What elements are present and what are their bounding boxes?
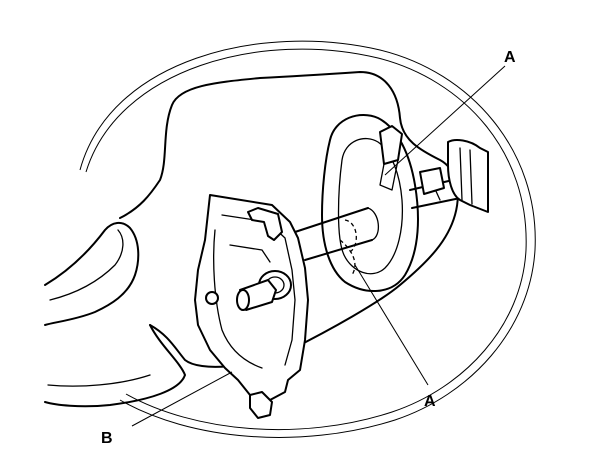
shaft — [294, 207, 379, 276]
component-b-housing — [194, 194, 309, 419]
leader-a-bottom — [354, 264, 429, 386]
leader-b — [131, 371, 233, 427]
callout-a-top: A — [504, 49, 516, 66]
left-spoke — [44, 222, 186, 408]
callout-a-bottom: A — [424, 393, 436, 410]
ring-collar — [321, 114, 419, 293]
leader-lines — [131, 65, 506, 427]
right-rod — [409, 167, 471, 209]
callout-b: B — [101, 430, 113, 447]
mounting-hole — [205, 291, 219, 305]
leader-a-top — [384, 65, 506, 176]
hub-outer-ring — [79, 40, 536, 438]
edge-bracket — [447, 139, 489, 213]
